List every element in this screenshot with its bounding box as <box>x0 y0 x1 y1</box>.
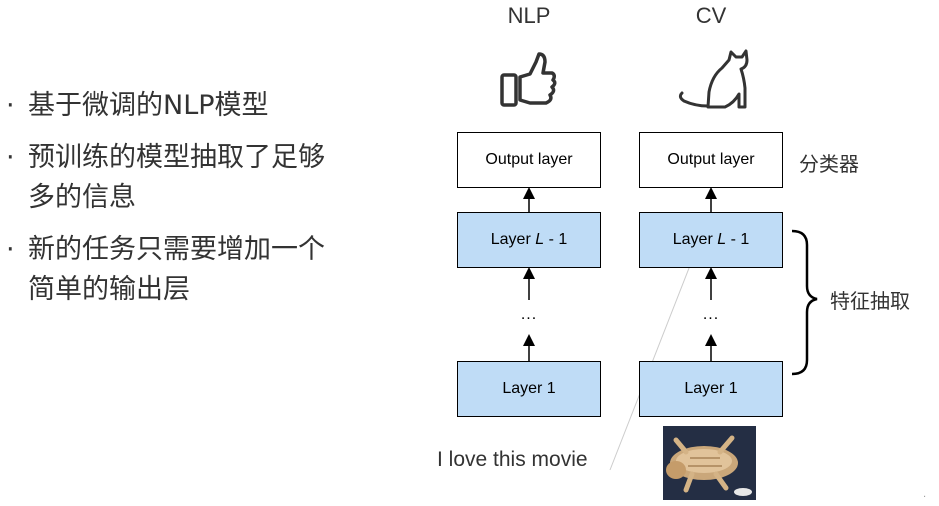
cv-output-label: Output layer <box>667 151 755 168</box>
cat-icon <box>678 49 749 109</box>
bullet-item: · 基于微调的NLP模型 <box>6 86 406 126</box>
bullet-list: · 基于微调的NLP模型 · 预训练的模型抽取了足够 多的信息 · 新的任务只需… <box>6 86 406 322</box>
nlp-layer-l-minus-1: Layer L - 1 <box>457 212 601 268</box>
nlp-ellipsis: ... <box>520 306 538 323</box>
cv-ellipsis: ... <box>702 306 720 323</box>
cv-title: CV <box>695 3 727 28</box>
thumbs-up-icon <box>500 52 557 107</box>
bullet-marker: · <box>6 90 15 121</box>
feature-brace <box>791 229 818 376</box>
cv-output-layer: Output layer <box>639 132 783 188</box>
bullet-item: · 新的任务只需要增加一个 简单的输出层 <box>6 230 406 310</box>
layer-suffix: - 1 <box>544 231 568 248</box>
nlp-output-layer: Output layer <box>457 132 601 188</box>
classifier-label: 分类器 <box>799 152 859 176</box>
cat-photo <box>663 426 756 500</box>
bullet-text: 基于微调的NLP模型 <box>28 90 269 121</box>
layer-suffix: - 1 <box>726 231 750 248</box>
layer-prefix: Layer <box>490 231 536 248</box>
nlp-layer-1: Layer 1 <box>457 361 601 417</box>
bullet-text-cont: 简单的输出层 <box>28 274 190 305</box>
layer-var: L <box>535 231 545 248</box>
bullet-text: 预训练的模型抽取了足够 <box>28 142 325 173</box>
bullet-text: 新的任务只需要增加一个 <box>28 234 325 265</box>
nlp-output-label: Output layer <box>485 151 573 168</box>
bullet-marker: · <box>6 234 15 265</box>
cv-layer-1-label: Layer 1 <box>684 380 738 397</box>
cv-layer-l-minus-1: Layer L - 1 <box>639 212 783 268</box>
nlp-title: NLP <box>507 3 551 28</box>
layer-var: L <box>717 231 727 248</box>
nlp-layer-1-label: Layer 1 <box>502 380 556 397</box>
svg-text:.: . <box>923 489 926 500</box>
layer-prefix: Layer <box>672 231 718 248</box>
bullet-item: · 预训练的模型抽取了足够 多的信息 <box>6 138 406 218</box>
cv-layer-1: Layer 1 <box>639 361 783 417</box>
feature-extraction-label: 特征抽取 <box>830 289 910 313</box>
bullet-marker: · <box>6 142 15 173</box>
bullet-text-cont: 多的信息 <box>28 182 136 213</box>
nlp-input-text: I love this movie <box>437 448 588 471</box>
